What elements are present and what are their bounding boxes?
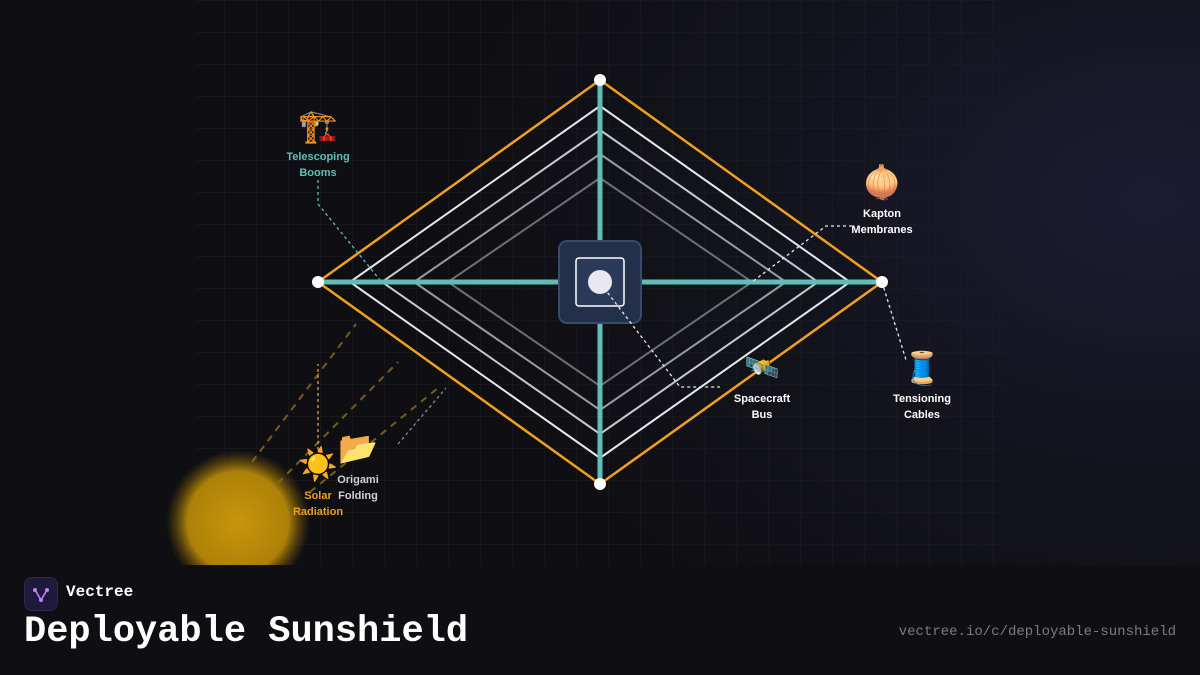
label-telescoping-booms: Telescoping Booms	[286, 151, 350, 179]
leader-line-origami-folding	[397, 387, 447, 445]
leader-line-tensioning-cables	[881, 281, 907, 361]
onion-icon: 🧅	[862, 164, 902, 200]
vectree-logo-mark	[33, 588, 49, 602]
label-solar-radiation: Solar Radiation	[292, 490, 344, 518]
vectree-logo-icon[interactable]	[24, 577, 58, 611]
sun-icon: ☀️	[298, 446, 338, 482]
solar-rays	[251, 323, 439, 493]
spacecraft-bus-hub	[588, 270, 612, 294]
solar-ray-line	[277, 361, 399, 484]
label-spacecraft-bus: Spacecraft Bus	[733, 393, 791, 421]
brand-name[interactable]: Vectree	[66, 583, 134, 601]
label-kapton-membranes: Kapton Membranes	[851, 208, 913, 236]
boom-tip-bottom	[594, 478, 606, 490]
leader-line-telescoping-booms	[317, 180, 381, 281]
satellite-icon: 🛰️	[744, 352, 780, 383]
page-url[interactable]: vectree.io/c/deployable-sunshield	[898, 624, 1176, 640]
label-tensioning-cables: Tensioning Cables	[893, 393, 951, 421]
label-origami-folding: Origami Folding	[337, 474, 379, 502]
sun-glow	[166, 450, 310, 565]
leader-line-spacecraft-bus	[603, 287, 720, 388]
thread-spool-icon: 🧵	[902, 350, 942, 386]
footer: Vectree Deployable Sunshield vectree.io/…	[0, 565, 1200, 675]
page-title: Deployable Sunshield	[24, 611, 469, 653]
boom-tip-left	[312, 276, 324, 288]
boom-tip-top	[594, 74, 606, 86]
crane-icon: 🏗️	[298, 108, 338, 144]
leader-line-kapton-membranes	[751, 225, 852, 283]
sunshield-diagram	[166, 0, 1004, 565]
solar-ray-line	[309, 387, 439, 493]
open-folder-icon: 📂	[338, 430, 378, 466]
solar-ray-line	[251, 323, 357, 463]
